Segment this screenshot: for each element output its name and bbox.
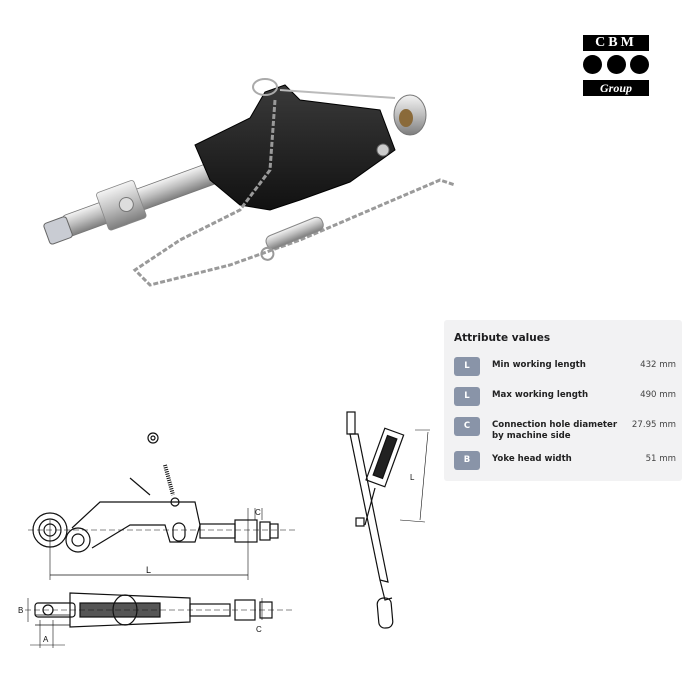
logo-top-text: CBM bbox=[583, 35, 649, 51]
attribute-value: 490 mm bbox=[640, 390, 676, 400]
attribute-value: 51 mm bbox=[645, 454, 676, 464]
attribute-badge: B bbox=[454, 451, 480, 470]
attribute-label: Min working length bbox=[492, 360, 586, 370]
dim-label-C-top: C bbox=[256, 625, 262, 634]
attribute-label: Yoke head width bbox=[492, 454, 572, 464]
dim-label-L-side: L bbox=[146, 565, 151, 575]
attribute-label: Connection hole diameter by machine side bbox=[492, 420, 618, 441]
panel-title: Attribute values bbox=[454, 332, 551, 344]
logo-dot-icon bbox=[583, 55, 602, 74]
dim-label-B-top: B bbox=[18, 606, 23, 615]
product-photo bbox=[43, 78, 456, 287]
attribute-label: Max working length bbox=[492, 390, 589, 400]
technical-drawing-mounted: L bbox=[346, 411, 430, 629]
cbm-group-logo: CBM Group bbox=[583, 35, 649, 98]
logo-bottom-text: Group bbox=[583, 80, 649, 96]
attribute-badge: L bbox=[454, 357, 480, 376]
logo-dot-icon bbox=[606, 55, 626, 74]
technical-drawing-side-top: L C B A C bbox=[18, 432, 295, 648]
attribute-badge: L bbox=[454, 387, 480, 406]
attribute-value: 27.95 mm bbox=[631, 420, 676, 430]
attribute-values-panel: Attribute values L Min working length 43… bbox=[444, 320, 682, 481]
dim-label-C-side: C bbox=[255, 508, 261, 517]
logo-dot-icon bbox=[630, 55, 649, 74]
attribute-value: 432 mm bbox=[640, 360, 676, 370]
logo-dots bbox=[583, 55, 649, 75]
dim-label-L-mounted: L bbox=[410, 473, 415, 482]
attribute-badge: C bbox=[454, 417, 480, 436]
dim-label-A-top: A bbox=[43, 635, 49, 644]
